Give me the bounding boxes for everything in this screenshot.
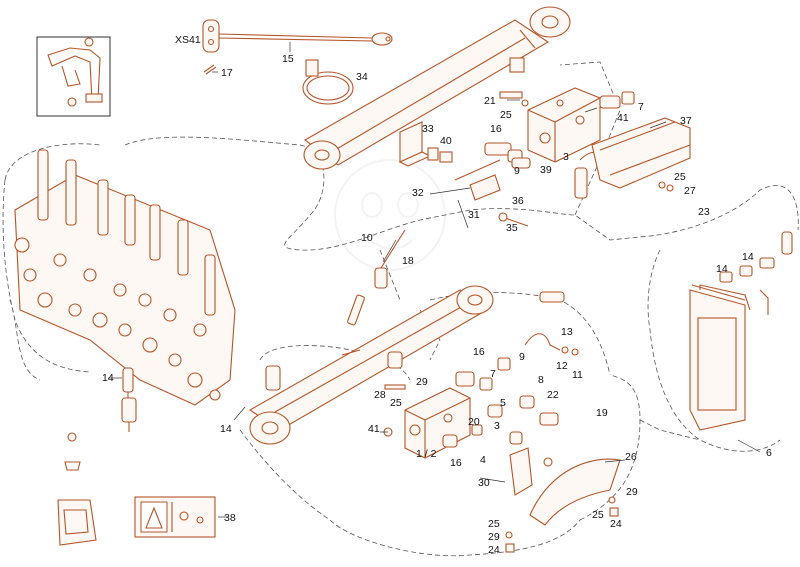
right-fittings (719, 231, 793, 315)
dashed-assembly-boundaries (2, 61, 799, 557)
callout-31: 31 (468, 209, 480, 221)
valve-fitting-14 (122, 367, 134, 400)
callout-28: 28 (374, 389, 386, 401)
cylinder-lower-boundary (239, 292, 641, 557)
callout-4: 4 (480, 454, 486, 466)
callout-9-upper: 9 (514, 165, 520, 177)
callout-25-right: 25 (674, 171, 686, 183)
warning-decal (134, 496, 216, 538)
callout-19: 19 (596, 407, 608, 419)
callout-37: 37 (680, 115, 692, 127)
hydraulic-hose-18 (347, 229, 406, 326)
right-side-frame (689, 284, 751, 431)
callout-29-bottom: 29 (488, 531, 500, 543)
callout-14-right-a: 14 (742, 251, 754, 263)
machine-location-inset (36, 36, 111, 117)
nuts-washers-27 (658, 181, 674, 192)
callout-16-lower: 16 (450, 457, 462, 469)
callout-3-mid: 3 (494, 420, 500, 432)
upper-group-boundary (124, 61, 799, 251)
callout-36: 36 (512, 195, 524, 207)
callout-24-right: 24 (610, 518, 622, 530)
callout-41-upper: 41 (617, 112, 629, 124)
callout-27: 27 (684, 185, 696, 197)
callout-35: 35 (506, 222, 518, 234)
callout-23: 23 (698, 206, 710, 218)
retaining-pin (203, 64, 217, 75)
mounting-bracket (398, 121, 453, 167)
hose-clamp (302, 59, 354, 105)
callout-26: 26 (625, 451, 637, 463)
callout-14-lower: 14 (220, 423, 232, 435)
upper-valve-block (527, 87, 601, 163)
hose-cover-plate (591, 117, 691, 189)
callout-6: 6 (766, 447, 772, 459)
leader-lines (108, 42, 761, 518)
callout-24-bottom: 24 (488, 544, 500, 556)
callout-29-mid: 29 (416, 376, 428, 388)
bottom-fasteners (505, 496, 619, 553)
callout-29-right: 29 (626, 486, 638, 498)
callout-34: 34 (356, 71, 368, 83)
callout-30: 30 (478, 477, 490, 489)
callout-17: 17 (221, 67, 233, 79)
callout-7-mid: 7 (490, 368, 496, 380)
callout-38: 38 (224, 512, 236, 524)
callout-9-mid: 9 (519, 351, 525, 363)
callout-14-right-b: 14 (716, 263, 728, 275)
callout-10: 10 (361, 232, 373, 244)
callout-32: 32 (412, 187, 424, 199)
callout-41-mid: 41 (368, 423, 380, 435)
lower-fittings (383, 291, 579, 448)
callout-25-upper: 25 (500, 109, 512, 121)
callout-33: 33 (422, 123, 434, 135)
pressure-sensor (121, 397, 137, 432)
callout-12: 12 (556, 360, 568, 372)
upper-fittings (484, 91, 635, 199)
main-control-valve-bank (14, 149, 236, 406)
lower-bracket-30 (509, 447, 553, 496)
upper-hydraulic-cylinder (303, 6, 571, 170)
clamp-bracket (454, 159, 529, 227)
connector-label-xs41: XS41 (175, 34, 201, 46)
callout-13: 13 (561, 326, 573, 338)
callout-7-upper: 7 (638, 101, 644, 113)
callout-15: 15 (282, 53, 294, 65)
right-group-boundary (639, 249, 781, 452)
xs41-connector-cable (202, 19, 393, 53)
part-labels: XS41 15 17 34 21 25 7 41 37 16 33 40 3 3… (102, 34, 772, 556)
callout-3-upper: 3 (563, 151, 569, 163)
callout-25-mid: 25 (390, 397, 402, 409)
callout-39: 39 (540, 164, 552, 176)
switch-cover (57, 499, 97, 546)
callout-40: 40 (440, 135, 452, 147)
callout-25-right-low: 25 (592, 509, 604, 521)
callout-20: 20 (468, 416, 480, 428)
callout-1-2: 1 / 2 (416, 448, 437, 460)
callout-18: 18 (402, 255, 414, 267)
callout-16-upper: 16 (490, 123, 502, 135)
callout-11: 11 (572, 369, 583, 381)
callout-21: 21 (484, 95, 496, 107)
callout-16-mid: 16 (473, 346, 485, 358)
callout-22: 22 (547, 389, 559, 401)
callout-5: 5 (500, 397, 506, 409)
callout-14-valve: 14 (102, 372, 114, 384)
callout-25-bottom: 25 (488, 518, 500, 530)
lamp-icon (64, 432, 81, 471)
valve-block-boundary (2, 143, 101, 381)
lower-hydraulic-cylinder (248, 285, 494, 445)
watermark-mascot (334, 159, 446, 271)
callout-8: 8 (538, 374, 544, 386)
guard-cover (529, 458, 621, 526)
